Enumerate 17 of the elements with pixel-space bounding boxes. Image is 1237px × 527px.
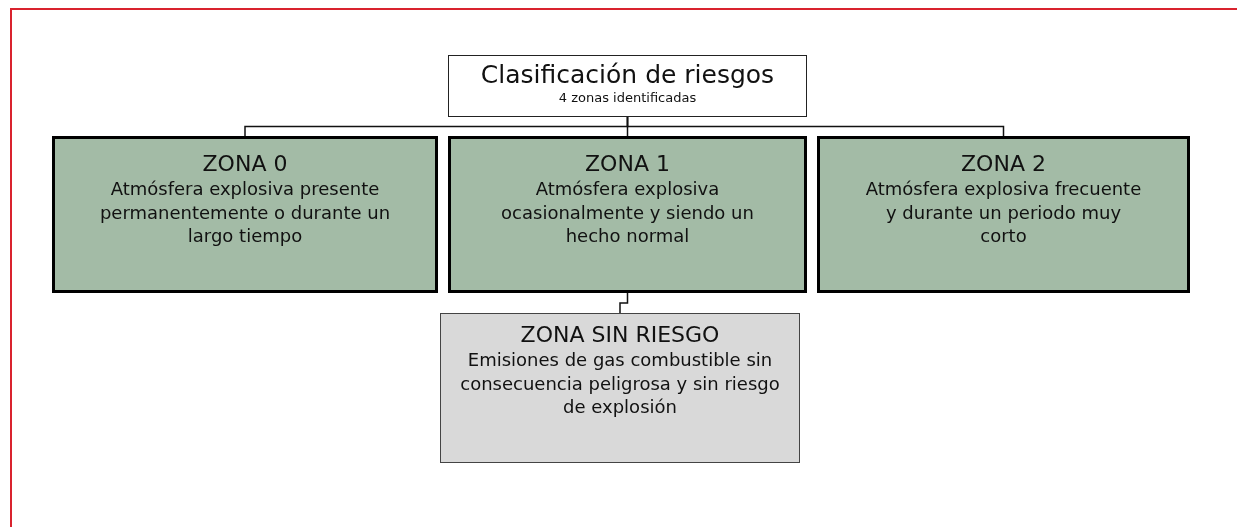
box-heading: Clasificación de riesgos [480, 60, 775, 90]
box-description: Atmósfera explosiva presente permanentemente o durante un largo tiempo [98, 177, 392, 248]
root-box [448, 55, 807, 117]
box-heading: ZONA SIN RIESGO [520, 322, 720, 349]
box-description: Atmósfera explosiva ocasionalmente y siendo un hecho normal [500, 177, 755, 248]
box-description: 4 zonas identificadas [558, 90, 697, 107]
zone-box [817, 136, 1190, 293]
box-heading: ZONA 1 [585, 151, 670, 178]
zone-box [52, 136, 438, 293]
box-heading: ZONA 0 [202, 151, 288, 178]
box-description: Atmósfera explosiva frecuente y durante un periodo muy corto [864, 177, 1143, 248]
box-description: Emisiones de gas combustible sin consecuencia peligrosa y sin riesgo de explosión [459, 348, 781, 419]
box-heading: ZONA 2 [961, 151, 1046, 178]
connector-line [626, 116, 1005, 137]
zone-box [448, 136, 807, 293]
zone-box [440, 313, 800, 463]
connector-line [619, 292, 629, 314]
